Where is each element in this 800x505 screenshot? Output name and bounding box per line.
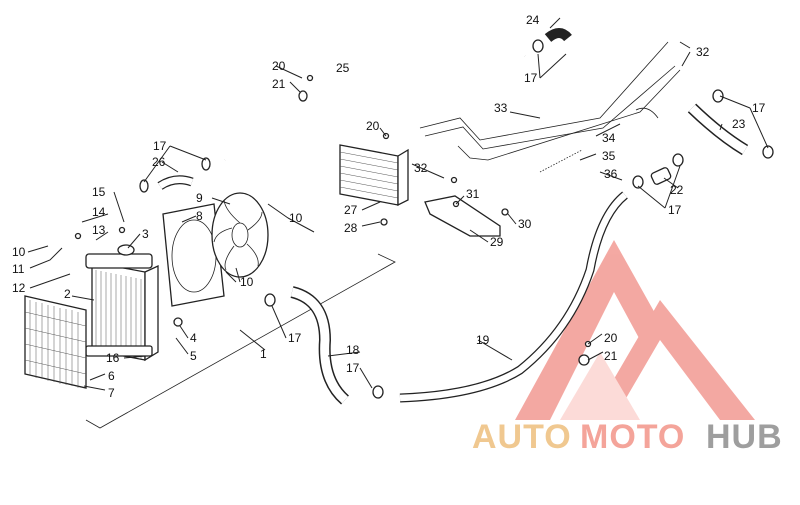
- callout-17e: 17: [288, 331, 302, 345]
- callout-11: 11: [12, 262, 25, 276]
- callout-28: 28: [344, 221, 358, 235]
- clip-36: [635, 107, 659, 119]
- hose-25: [224, 47, 526, 161]
- callout-17b: 17: [524, 71, 538, 85]
- callout-17d: 17: [668, 203, 682, 217]
- callout-16: 16: [106, 351, 120, 365]
- callout-24: 24: [526, 13, 540, 27]
- callout-12: 12: [12, 281, 26, 295]
- callout-10a: 10: [289, 211, 303, 225]
- callout-27: 27: [344, 203, 358, 217]
- radiator-cap: [117, 244, 135, 256]
- callout-21a: 21: [272, 77, 286, 91]
- callout-2: 2: [64, 287, 71, 301]
- callout-8: 8: [196, 209, 203, 223]
- oil-line-34: [457, 69, 681, 161]
- callout-18: 18: [346, 343, 360, 357]
- callout-21b: 21: [604, 349, 618, 363]
- callout-10b: 10: [240, 275, 254, 289]
- watermark-moto: MOTO: [580, 418, 685, 456]
- oil-cooler: [339, 144, 409, 207]
- watermark-text: AUTO MOTO HUB: [472, 418, 783, 456]
- callout-26: 26: [152, 155, 166, 169]
- leader-lines: [27, 17, 769, 391]
- callout-20a: 20: [272, 59, 286, 73]
- callout-25: 25: [336, 61, 350, 75]
- callout-20c: 20: [604, 331, 618, 345]
- elbow-24: [544, 28, 572, 42]
- watermark-hub: HUB: [706, 418, 783, 456]
- watermark-logo: [515, 240, 755, 420]
- callout-32a: 32: [696, 45, 710, 59]
- oil-line-33: [419, 41, 676, 150]
- callout-30: 30: [518, 217, 532, 231]
- grille-screen: [24, 295, 87, 389]
- spring-35: [539, 149, 583, 173]
- callout-14: 14: [92, 205, 106, 219]
- callout-17f: 17: [346, 361, 360, 375]
- callout-20b: 20: [366, 119, 380, 133]
- mount-bracket: [424, 195, 501, 237]
- callout-17a: 17: [153, 139, 167, 153]
- radiator: [85, 244, 159, 362]
- callout-labels: 1 2 3 4 5 6 7 8 9 10 10 10 11 12 13 14 1…: [12, 13, 766, 400]
- callout-17c: 17: [752, 101, 766, 115]
- callout-10c: 10: [12, 245, 26, 259]
- callout-23: 23: [732, 117, 746, 131]
- hose-clamps: [139, 39, 774, 399]
- coupler-22: [650, 167, 672, 185]
- callout-15: 15: [92, 185, 106, 199]
- watermark-auto: AUTO: [472, 418, 572, 456]
- callout-1: 1: [260, 347, 267, 361]
- callout-33: 33: [494, 101, 508, 115]
- callout-5: 5: [190, 349, 197, 363]
- assembly-outline: [85, 253, 396, 429]
- callout-36: 36: [604, 167, 618, 181]
- callout-31: 31: [466, 187, 480, 201]
- callout-29: 29: [490, 235, 504, 249]
- callout-9: 9: [196, 191, 203, 205]
- callout-34: 34: [602, 131, 616, 145]
- callout-19: 19: [476, 333, 490, 347]
- callout-4: 4: [190, 331, 197, 345]
- callout-6: 6: [108, 369, 115, 383]
- callout-32b: 32: [414, 161, 428, 175]
- callout-22: 22: [670, 183, 684, 197]
- cooling-fan: [211, 192, 269, 278]
- callout-35: 35: [602, 149, 616, 163]
- callout-3: 3: [142, 227, 149, 241]
- fan-shroud: [162, 203, 225, 307]
- callout-13: 13: [92, 223, 106, 237]
- callout-7: 7: [108, 386, 115, 400]
